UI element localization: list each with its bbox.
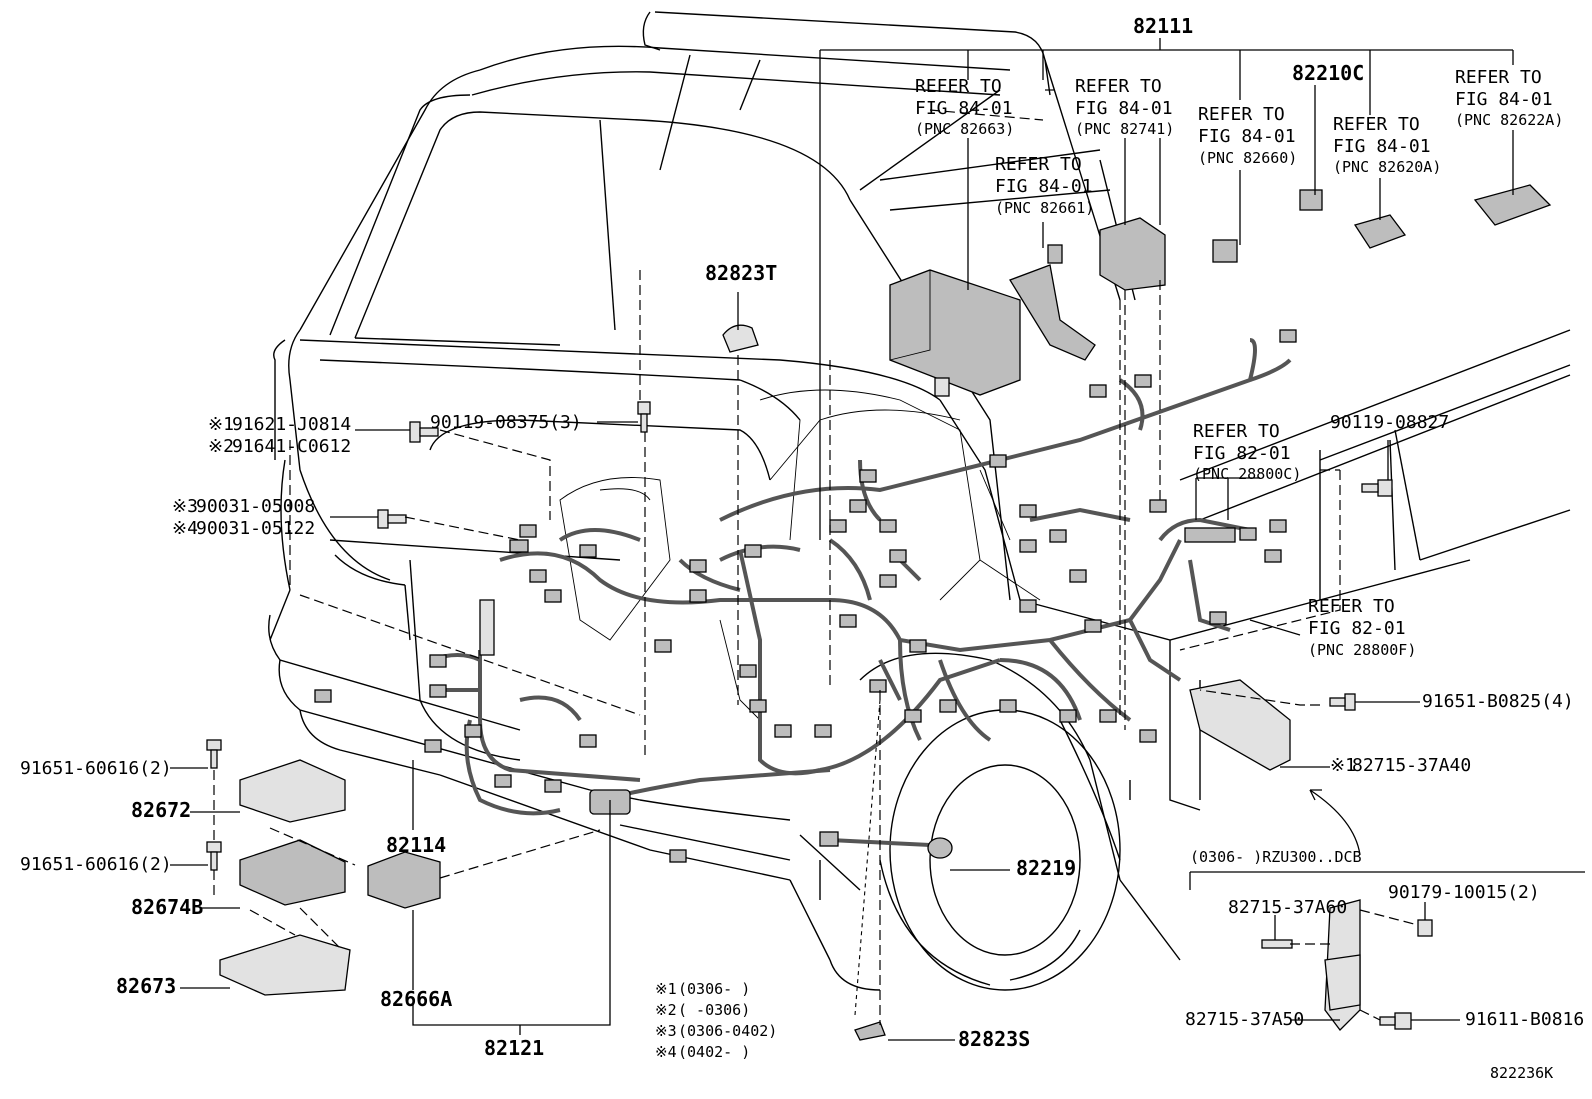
ref-82620A-l3: (PNC 82620A) (1333, 158, 1441, 176)
legend-1-range: (0306- ) (678, 980, 750, 998)
junction-block-82622A (1473, 184, 1552, 226)
label-82715-37A50: 82715-37A50 (1185, 1009, 1304, 1030)
ref-28800C-l2: FIG 82-01 (1193, 443, 1291, 464)
bracket-82674B (239, 839, 346, 906)
label-82219: 82219 (1016, 856, 1076, 880)
mark1-symbol: ※1 (208, 414, 234, 435)
label-91651-60616-a: 91651-60616(2) (20, 758, 172, 779)
label-82823S: 82823S (958, 1027, 1030, 1051)
label-91611-B0816: 91611-B0816 (1465, 1009, 1584, 1030)
ref-82620A-l2: FIG 84-01 (1333, 136, 1431, 157)
ref-82741-l1: REFER TO (1075, 76, 1162, 97)
ref-82620A-l1: REFER TO (1333, 114, 1420, 135)
label-82673: 82673 (116, 974, 176, 998)
ref-82661-l3: (PNC 82661) (995, 199, 1094, 217)
label-82823T: 82823T (705, 261, 777, 285)
label-82121: 82121 (484, 1036, 544, 1060)
mark4-code: 90031-05122 (196, 518, 315, 539)
plate-82673 (219, 934, 351, 996)
labels: 82111 REFER TO FIG 84-01 (PNC 82663) REF… (20, 14, 1584, 1082)
legend-2-mark: ※2 (655, 1001, 677, 1019)
mark2-code: 91641-C0612 (232, 436, 351, 457)
ref-82741-l2: FIG 84-01 (1075, 98, 1173, 119)
mark3-symbol: ※3 (172, 496, 198, 517)
label-90119-08827: 90119-08827 (1330, 412, 1449, 433)
inset-header: (0306- )RZU300..DCB (1190, 848, 1362, 866)
mark3-code: 90031-05008 (196, 496, 315, 517)
relay-block-82741 (1099, 217, 1166, 291)
ref-82660-l2: FIG 84-01 (1198, 126, 1296, 147)
airbag-sensor-82672 (239, 759, 346, 823)
label-82715-37A40: 82715-37A40 (1352, 755, 1471, 776)
label-90119-08375: 90119-08375(3) (430, 412, 582, 433)
legend-4-range: (0402- ) (678, 1043, 750, 1061)
ref-82741-l3: (PNC 82741) (1075, 120, 1174, 138)
mark4-symbol: ※4 (172, 518, 198, 539)
legend-2-range: ( -0306) (678, 1001, 750, 1019)
connector-82666A (367, 851, 441, 909)
bracket-82715-37A40 (1189, 679, 1291, 771)
legend-3-mark: ※3 (655, 1022, 677, 1040)
ref-82661-l2: FIG 84-01 (995, 176, 1093, 197)
label-82666A: 82666A (380, 987, 452, 1011)
label-82715-37A60: 82715-37A60 (1228, 897, 1347, 918)
ref-82663-l2: FIG 84-01 (915, 98, 1013, 119)
assembly-dashed-lines (213, 89, 1419, 1025)
ecu-82663 (889, 269, 1021, 397)
relay-82210C (1299, 189, 1323, 211)
legend-1-mark: ※1 (655, 980, 677, 998)
ref-82663-l1: REFER TO (915, 76, 1002, 97)
mark1-symbol-b: ※1 (1330, 755, 1356, 776)
mark1-code: 91621-J0814 (232, 414, 351, 435)
ref-82661-l1: REFER TO (995, 154, 1082, 175)
label-90179-10015: 90179-10015(2) (1388, 882, 1540, 903)
clip-82823T (722, 324, 759, 353)
ref-28800C-l1: REFER TO (1193, 421, 1280, 442)
label-91651-B0825: 91651-B0825(4) (1422, 691, 1574, 712)
relay-82660 (1212, 239, 1238, 263)
label-82674B: 82674B (131, 895, 203, 919)
wire-harness (314, 329, 1297, 1041)
ref-82663-l3: (PNC 82663) (915, 120, 1014, 138)
legend-4-mark: ※4 (655, 1043, 677, 1061)
truck-body-outline (268, 11, 1571, 991)
ref-28800F-l3: (PNC 28800F) (1308, 641, 1416, 659)
ref-82622A-l3: (PNC 82622A) (1455, 111, 1563, 129)
bracket-82661 (1009, 244, 1096, 361)
label-91651-60616-b: 91651-60616(2) (20, 854, 172, 875)
module-82620A (1353, 214, 1407, 249)
ref-82622A-l2: FIG 84-01 (1455, 89, 1553, 110)
mark2-symbol: ※2 (208, 436, 234, 457)
leader-lines (170, 38, 1585, 1041)
label-82210C: 82210C (1292, 61, 1364, 85)
inset-parts (1261, 899, 1433, 1031)
ref-82660-l3: (PNC 82660) (1198, 149, 1297, 167)
label-82672: 82672 (131, 798, 191, 822)
label-82114: 82114 (386, 833, 446, 857)
diagram-id: 822236K (1490, 1064, 1553, 1082)
ref-82622A-l1: REFER TO (1455, 67, 1542, 88)
legend-3-range: (0306-0402) (678, 1022, 777, 1040)
ref-82660-l1: REFER TO (1198, 104, 1285, 125)
ref-28800F-l1: REFER TO (1308, 596, 1395, 617)
ref-28800F-l2: FIG 82-01 (1308, 618, 1406, 639)
label-82111: 82111 (1133, 14, 1193, 38)
ref-28800C-l3: (PNC 28800C) (1193, 465, 1301, 483)
engine-bay (409, 389, 1041, 761)
